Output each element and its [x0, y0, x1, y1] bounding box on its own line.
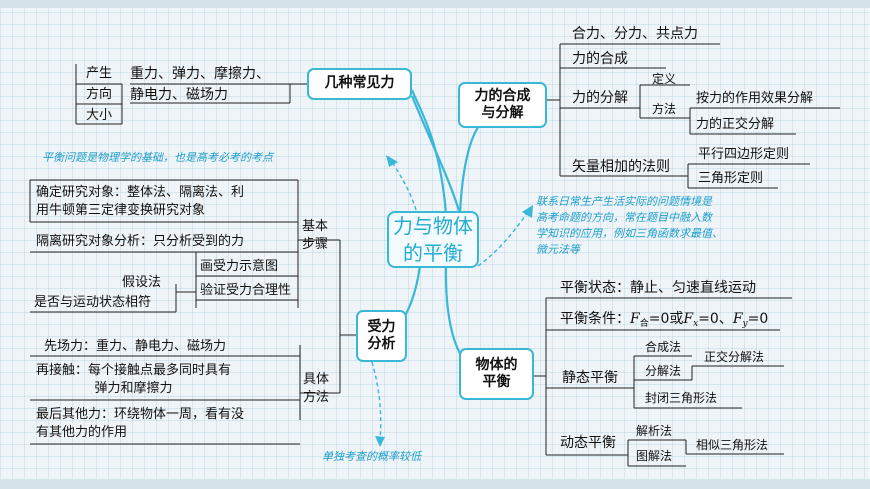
- note-basic-exam-point: 平衡问题是物理学的基础，也是高考必考的考点: [42, 151, 273, 164]
- condition-label: 平衡条件：: [560, 311, 630, 327]
- composition-concepts: 合力、分力、共点力: [572, 26, 698, 42]
- note-low-probability: 单独考查的概率较低: [322, 450, 421, 463]
- vector-addition-rule: 矢量相加的法则: [572, 159, 670, 175]
- item-direction: 方向: [86, 87, 113, 102]
- node-force-analysis: 受力 分析: [356, 310, 407, 362]
- method-field-forces: 先场力：重力、静电力、磁场力: [44, 339, 227, 354]
- step-isolate-object: 隔离研究对象分析：只分析受到的力: [36, 234, 245, 249]
- note-link-2: [477, 211, 529, 267]
- force-composition: 力的合成: [572, 51, 628, 67]
- node-common-forces: 几种常见力: [307, 68, 412, 100]
- hypothesis-method: 假设法: [122, 275, 162, 290]
- link-common-forces: [410, 95, 462, 215]
- method-contact-forces: 再接触：每个接触点最多同时具有 弹力和摩擦力: [36, 363, 232, 396]
- note-link-1: [391, 161, 417, 211]
- triangle-rule: 三角形定则: [698, 171, 764, 186]
- eq-zero-1: =0或: [648, 311, 684, 327]
- verify-forces: 验证受力合理性: [200, 283, 292, 298]
- force-decomposition: 力的分解: [572, 90, 628, 106]
- orthogonal-decomp-method: 正交分解法: [704, 350, 765, 364]
- decomposition-method-eq: 分解法: [645, 364, 682, 378]
- specific-method-label: 具体 方法: [303, 372, 330, 405]
- graphic-method: 图解法: [636, 449, 673, 463]
- common-forces-content: 重力、弹力、摩擦力、 静电力、磁场力: [130, 66, 270, 103]
- decompose-by-effect: 按力的作用效果分解: [696, 91, 814, 106]
- dynamic-equilibrium: 动态平衡: [560, 435, 616, 451]
- method-other-forces: 最后其他力：环绕物体一周，看有没 有其他力的作用: [36, 407, 245, 440]
- link-composition: [458, 119, 486, 215]
- step-draw-diagram: 画受力示意图: [200, 259, 279, 274]
- closed-triangle-method: 封闭三角形法: [645, 391, 718, 405]
- note-link-3: [371, 361, 382, 441]
- parallelogram-rule: 平行四边形定则: [698, 147, 790, 162]
- decomposition-method: 方法: [652, 102, 677, 116]
- item-magnitude: 大小: [86, 108, 113, 123]
- bottom-band: [0, 479, 870, 489]
- f-symbol: F: [630, 311, 640, 327]
- eq-zero-2: =0、: [698, 311, 733, 327]
- node-composition: 力的合成 与分解: [458, 82, 547, 128]
- similar-triangle-method: 相似三角形法: [696, 438, 769, 452]
- central-topic: 力与物体 的平衡: [387, 211, 479, 268]
- step-choose-object: 确定研究对象：整体法、隔离法、利 用牛顿第三定律变换研究对象: [36, 185, 245, 218]
- analytic-method: 解析法: [636, 424, 673, 438]
- equilibrium-condition: 平衡条件：F合=0或Fx=0、Fy=0: [560, 312, 768, 329]
- eq-zero-3: =0: [747, 311, 769, 327]
- note-exam-direction: 联系日常生产生活实际的问题情境是 高考命题的方向，常在题目中融入数 学知识的应用…: [536, 195, 723, 256]
- f-symbol-x: F: [683, 311, 694, 327]
- sub-y: y: [742, 319, 748, 329]
- sub-he: 合: [639, 319, 649, 329]
- static-equilibrium: 静态平衡: [562, 370, 618, 386]
- item-origin: 产生: [86, 66, 113, 81]
- orthogonal-decomposition: 力的正交分解: [696, 117, 775, 132]
- motion-state-match: 是否与运动状态相符: [34, 295, 152, 310]
- sub-x: x: [693, 319, 699, 329]
- synthesis-method: 合成法: [645, 340, 682, 354]
- node-equilibrium: 物体的 平衡: [459, 348, 534, 400]
- equilibrium-state: 平衡状态：静止、匀速直线运动: [560, 280, 756, 296]
- decomposition-definition: 定义: [652, 72, 677, 86]
- f-symbol-y: F: [732, 311, 743, 327]
- basic-steps-label: 基本 步骤: [302, 219, 329, 252]
- top-band: [0, 0, 870, 8]
